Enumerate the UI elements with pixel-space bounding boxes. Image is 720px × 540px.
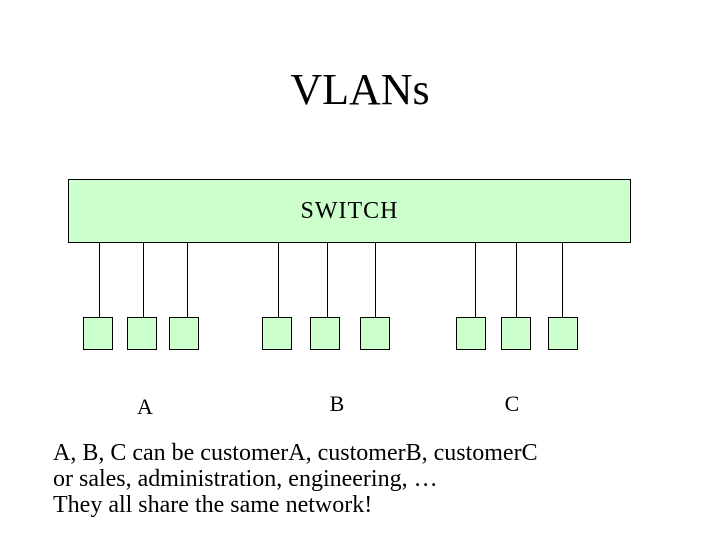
- switch-label: SWITCH: [300, 197, 399, 224]
- body-line-3: They all share the same network!: [53, 492, 373, 518]
- switch-box: SWITCH: [68, 179, 631, 243]
- host-box: [127, 317, 157, 350]
- body-text: A, B, C can be customerA, customerB, cus…: [53, 440, 538, 518]
- host-box: [501, 317, 531, 350]
- port-line: [278, 243, 279, 317]
- host-box: [456, 317, 486, 350]
- group-label-a: A: [137, 394, 153, 419]
- port-line: [562, 243, 563, 317]
- body-line-1: A, B, C can be customerA, customerB, cus…: [53, 440, 538, 466]
- group-label-b: B: [329, 391, 345, 416]
- host-box: [262, 317, 292, 350]
- port-line: [187, 243, 188, 317]
- host-box: [360, 317, 390, 350]
- port-line: [375, 243, 376, 317]
- port-line: [327, 243, 328, 317]
- port-line: [475, 243, 476, 317]
- host-box: [548, 317, 578, 350]
- port-line: [99, 243, 100, 317]
- port-line: [143, 243, 144, 317]
- group-label-c: C: [504, 391, 520, 416]
- host-box: [169, 317, 199, 350]
- slide-title: VLANs: [290, 65, 430, 114]
- port-line: [516, 243, 517, 317]
- host-box: [83, 317, 113, 350]
- host-box: [310, 317, 340, 350]
- body-line-2: or sales, administration, engineering, …: [53, 466, 438, 492]
